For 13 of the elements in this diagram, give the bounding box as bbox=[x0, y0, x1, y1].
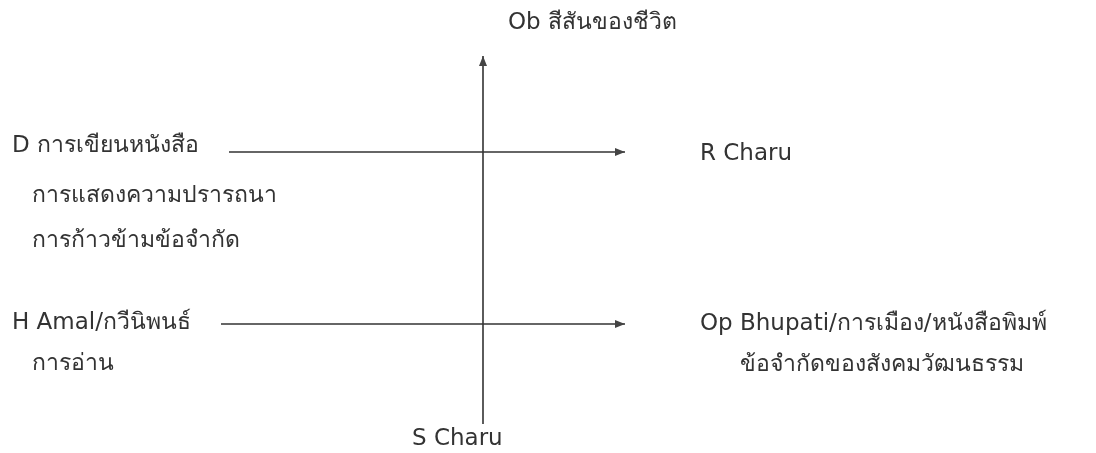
text-line: การก้าวข้ามข้อจำกัด bbox=[32, 226, 240, 252]
text-line: การอ่าน bbox=[32, 349, 114, 375]
text-line: S Charu bbox=[412, 424, 503, 450]
text-line: ข้อจำกัดของสังคมวัฒนธรรม bbox=[740, 350, 1024, 376]
arrow bbox=[228, 148, 626, 156]
text-line: D การเขียนหนังสือ bbox=[12, 131, 200, 157]
arrow bbox=[479, 55, 487, 425]
text-line: การแสดงความปรารถนา bbox=[32, 181, 277, 207]
text-line: H Amal/กวีนิพนธ์ bbox=[12, 308, 191, 334]
text-line: Op Bhupati/การเมือง/หนังสือพิมพ์ bbox=[700, 309, 1047, 335]
text-line: Ob สีสันของชีวิต bbox=[508, 8, 677, 34]
arrow bbox=[220, 320, 626, 328]
text-line: R Charu bbox=[700, 139, 793, 165]
